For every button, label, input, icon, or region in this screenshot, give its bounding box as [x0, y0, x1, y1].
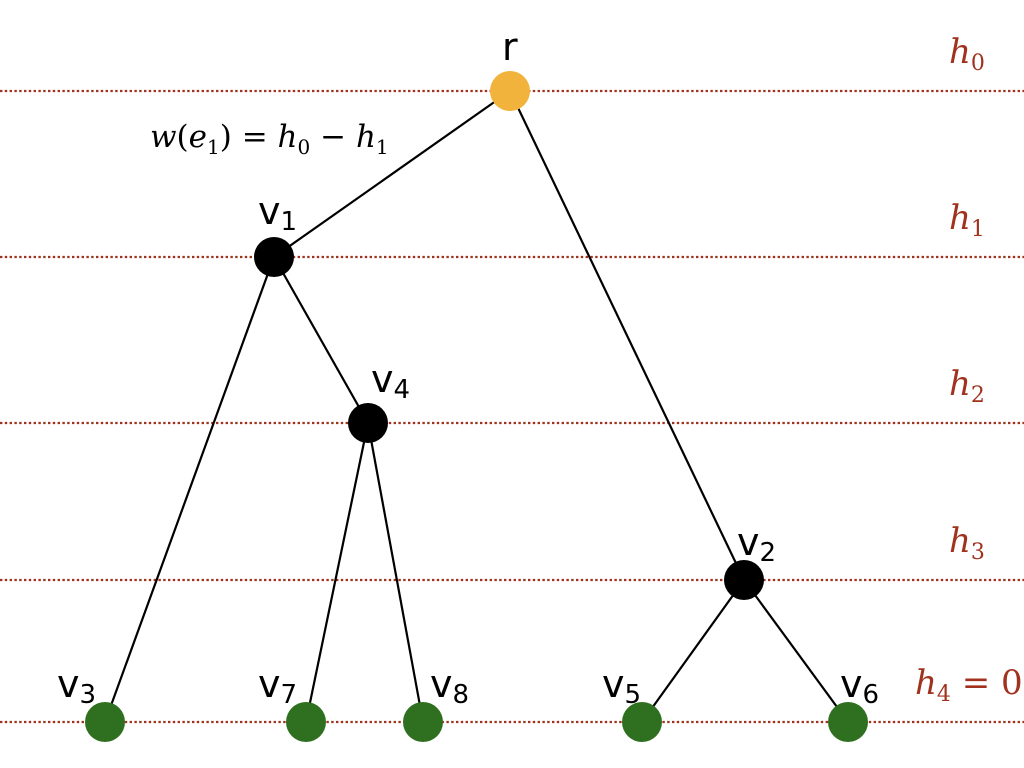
node-label-v2: v2: [737, 520, 776, 568]
node-v8: [403, 702, 443, 742]
edge-v1-v3: [103, 256, 276, 723]
edge-weight-label: w(e1) = h0 − h1: [150, 119, 389, 159]
tree-edges: [103, 90, 849, 723]
node-v4: [348, 403, 388, 443]
tree-nodes: r v1 v4 v2 v3 v7 v8 v5 v6: [57, 25, 879, 742]
height-level-label: h0: [949, 32, 985, 76]
node-label-v7: v7: [258, 662, 297, 710]
node-label-v1: v1: [258, 189, 297, 237]
edge-v2-v5: [641, 579, 745, 723]
edge-v1-v4: [273, 256, 369, 424]
height-level-label: h4 = 0: [915, 663, 1023, 707]
height-level-label: h1: [949, 198, 985, 242]
height-levels: h0 h1 h2 h3 h4 = 0: [0, 32, 1024, 724]
node-v2: [724, 560, 764, 600]
node-v6: [828, 702, 868, 742]
node-v1: [254, 237, 294, 277]
node-label-v4: v4: [371, 357, 410, 405]
node-r: [490, 71, 530, 111]
edge-v2-v6: [743, 579, 849, 723]
edge-r-v2: [509, 90, 745, 581]
node-label-r: r: [502, 25, 518, 69]
edge-v4-v8: [366, 422, 425, 723]
node-label-v6: v6: [840, 662, 879, 710]
node-v5: [622, 702, 662, 742]
node-label-v3: v3: [57, 662, 96, 710]
edge-r-v1: [273, 90, 511, 258]
node-label-v8: v8: [430, 662, 469, 710]
node-label-v5: v5: [602, 662, 641, 710]
height-level-label: h2: [949, 364, 985, 408]
edge-v4-v7: [304, 422, 370, 723]
node-v7: [286, 702, 326, 742]
height-level-label: h3: [949, 521, 985, 565]
node-v3: [85, 702, 125, 742]
